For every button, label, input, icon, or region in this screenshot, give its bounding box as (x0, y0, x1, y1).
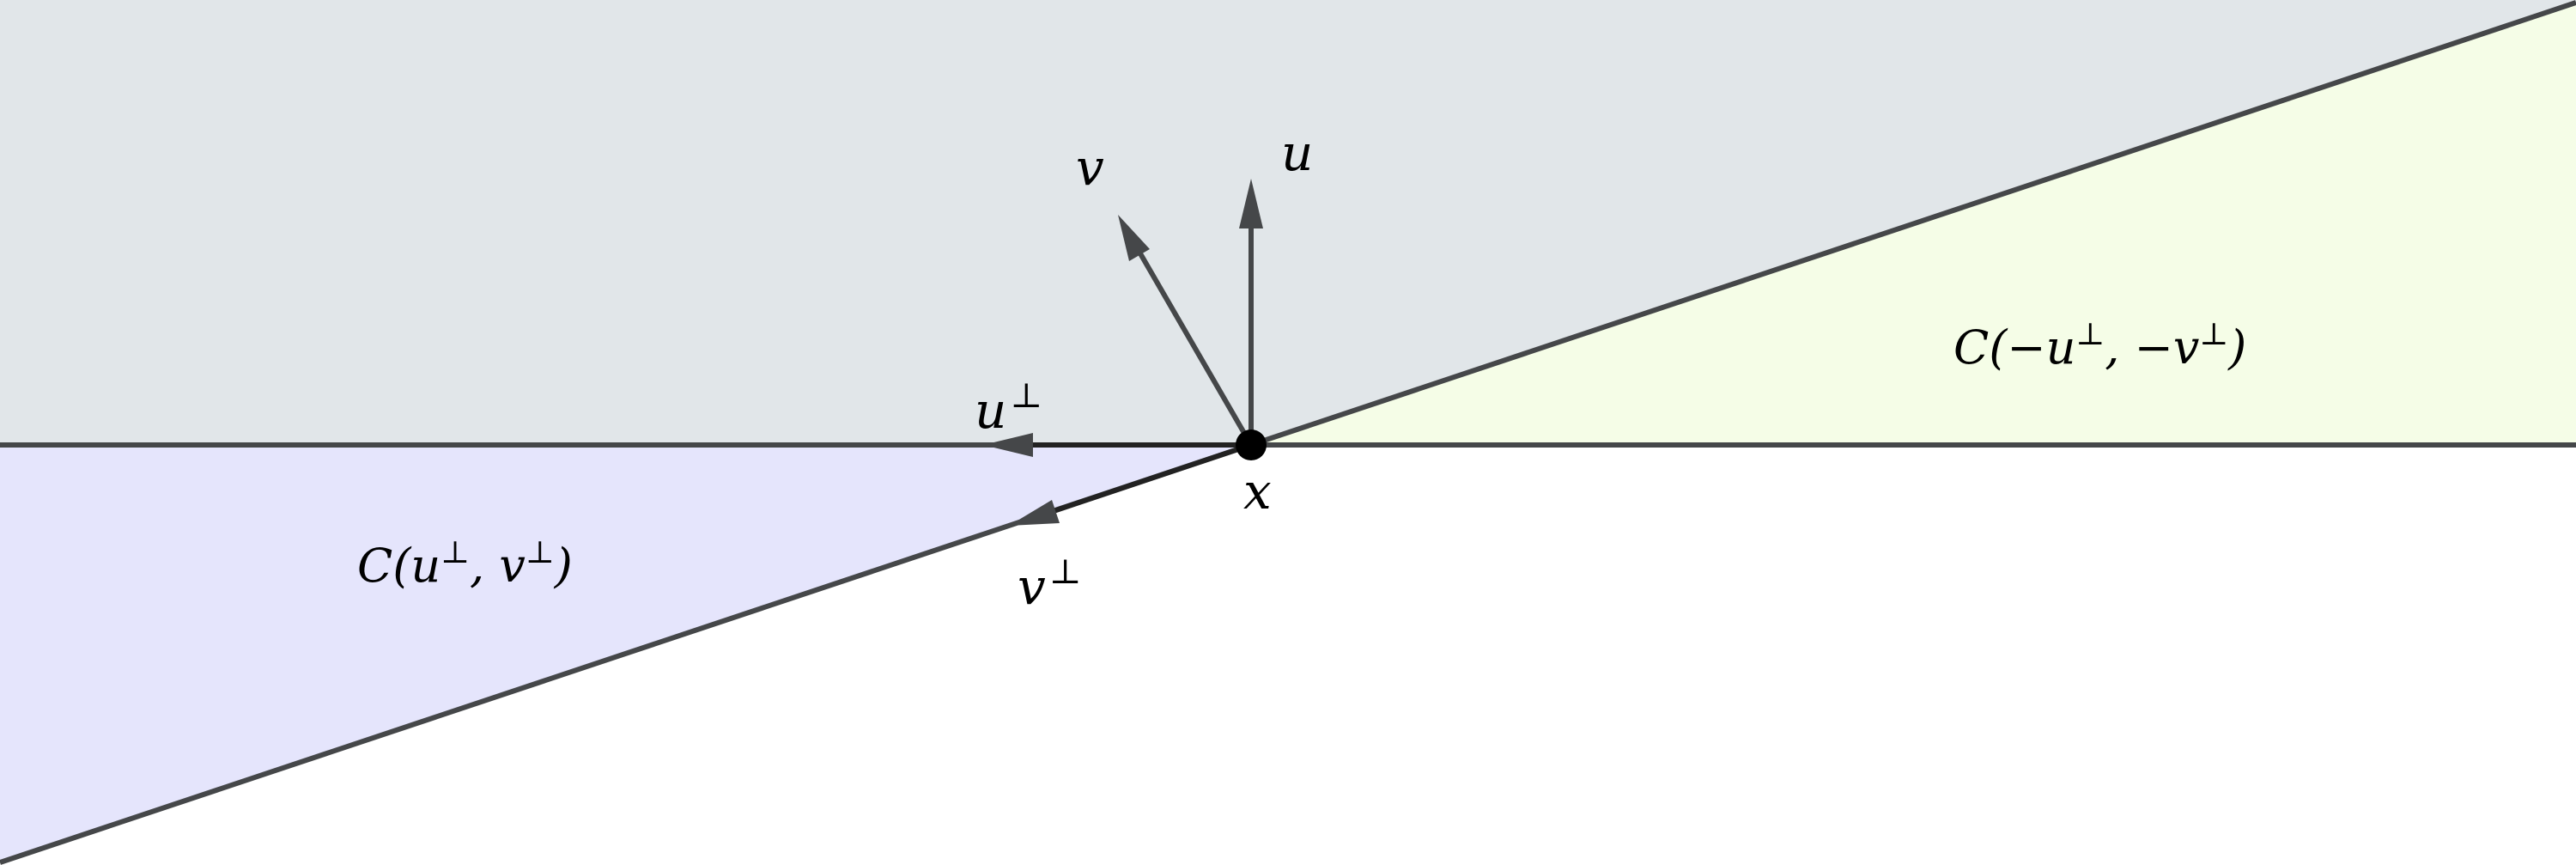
vector-u-arrowhead (1239, 179, 1263, 228)
label-cone-u-perp-v-perp: C(u⊥, v⊥) (357, 535, 573, 593)
label-v: v (1076, 138, 1104, 197)
vector-u-perp-arrowhead (983, 433, 1033, 457)
vector-v-perp-arrowhead (1009, 500, 1060, 526)
vector-u (1239, 179, 1263, 445)
vector-v (1118, 215, 1254, 447)
vector-v-perp (1009, 442, 1252, 526)
vector-u-perp (983, 433, 1251, 457)
vector-v-arrowhead (1118, 215, 1150, 261)
label-cone-neg-u-perp-neg-v-perp: C(−u⊥, −v⊥) (1953, 317, 2246, 375)
label-x: x (1243, 462, 1272, 521)
label-u: u (1281, 124, 1313, 182)
label-u-perp: u⊥ (975, 376, 1042, 440)
point-x (1236, 429, 1267, 460)
label-v-perp: v⊥ (1018, 552, 1081, 616)
